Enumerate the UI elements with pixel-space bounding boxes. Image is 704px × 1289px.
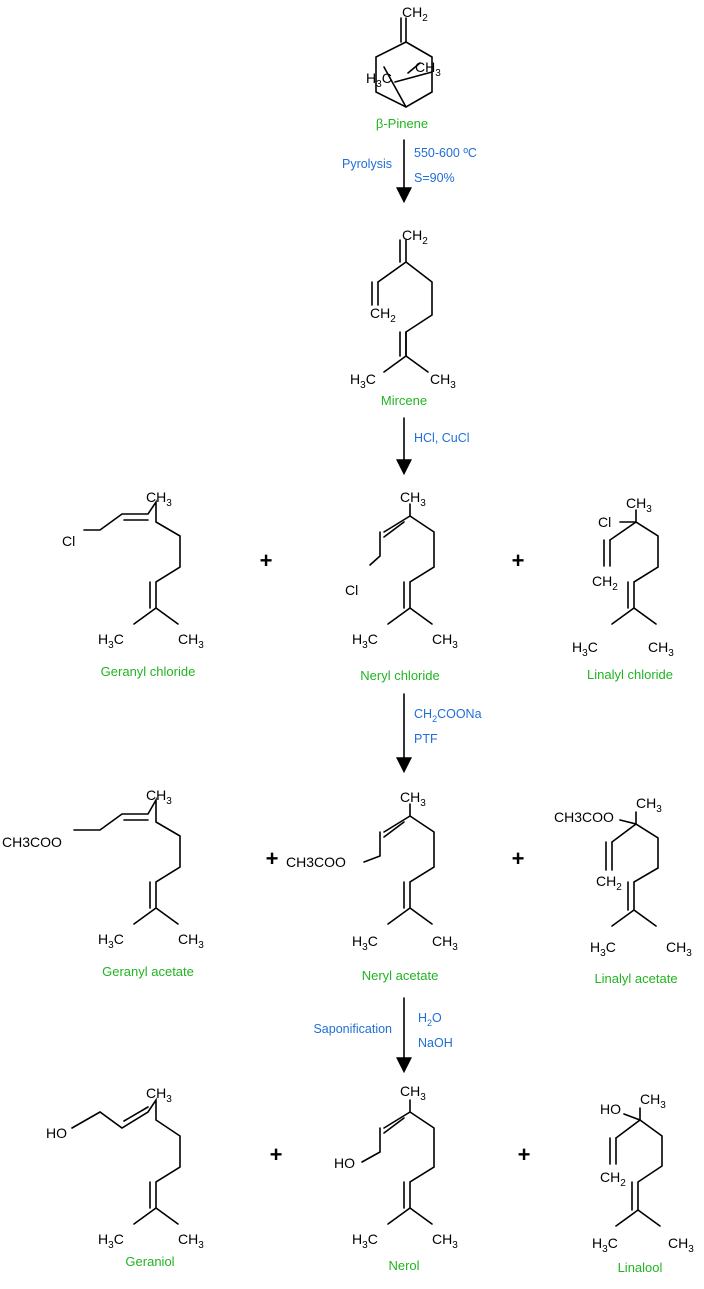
mircene-ch3-label: CH3 [430,371,456,391]
linalool-ch3-top-label: CH3 [640,1091,666,1111]
nerol-h3c-label: H3C [352,1231,378,1251]
geraniol-structure [71,1097,181,1225]
geranyl-chloride-ch3-top-label: CH3 [146,489,172,509]
saponification-base: NaOH [418,1036,453,1050]
mircene-structure [371,239,433,373]
linalyl-acetate-ch3-top-label: CH3 [636,795,662,815]
geraniol-oh-label: HO [46,1125,67,1141]
geraniol-ch3-label: CH3 [178,1231,204,1251]
linalyl-acetate-ester-label: CH3COO [554,809,614,825]
neryl-acetate-h3c-label: H3C [352,933,378,953]
linalyl-acetate-name: Linalyl acetate [594,971,677,986]
neryl-chloride-ch3-top-label: CH3 [400,489,426,509]
plus-sign: + [518,1142,531,1167]
geranyl-acetate-h3c-label: H3C [98,931,124,951]
linalyl-acetate-structure [605,811,659,927]
linalyl-acetate-ch2-label: CH2 [596,873,622,893]
linalyl-chloride-ch2-label: CH2 [592,573,618,593]
geranyl-chloride-ch3-label: CH3 [178,631,204,651]
plus-sign: + [512,846,525,871]
geranyl-chloride-cl-label: Cl [62,533,75,549]
pyrolysis-label: Pyrolysis [342,157,392,171]
nerol-ch3-label: CH3 [432,1231,458,1251]
linalool-h3c-label: H3C [592,1235,618,1255]
plus-sign: + [270,1142,283,1167]
linalyl-acetate-ch3-label: CH3 [666,939,692,959]
neryl-chloride-cl-label: Cl [345,582,358,598]
geranyl-chloride-name: Geranyl chloride [101,664,196,679]
geranyl-acetate-ester-label: CH3COO [2,834,62,850]
neryl-acetate-ch3-top-label: CH3 [400,789,426,809]
plus-sign: + [266,846,279,871]
pyrolysis-selectivity: S=90% [414,171,455,185]
geraniol-ch3-top-label: CH3 [146,1085,172,1105]
linalool-ch3-label: CH3 [668,1235,694,1255]
linalyl-chloride-ch3-label: CH3 [648,639,674,659]
pinene-name: β-Pinene [376,116,428,131]
pinene-ch3-label: CH3 [415,59,441,79]
nerol-ch3-top-label: CH3 [400,1083,426,1103]
linalyl-chloride-structure [603,509,659,625]
pyrolysis-temperature: 550-600 ºC [414,146,477,160]
plus-sign: + [512,548,525,573]
pinene-ch2-label: CH2 [402,4,428,24]
linalyl-chloride-cl-label: Cl [598,514,611,530]
mircene-ch2-bottom-label: CH2 [370,305,396,325]
neryl-acetate-name: Neryl acetate [362,968,439,983]
linalool-structure [609,1107,663,1227]
linalyl-acetate-h3c-label: H3C [590,939,616,959]
linalyl-chloride-name: Linalyl chloride [587,667,673,682]
saponification-water: H2O [418,1011,442,1028]
geranyl-acetate-structure [73,796,181,925]
geraniol-h3c-label: H3C [98,1231,124,1251]
geraniol-name: Geraniol [125,1254,174,1269]
acetylation-reagent: CH2COONa [414,707,482,724]
neryl-chloride-h3c-label: H3C [352,631,378,651]
neryl-chloride-name: Neryl chloride [360,668,439,683]
neryl-chloride-structure [369,503,435,625]
linalool-name: Linalool [618,1260,663,1275]
geranyl-acetate-name: Geranyl acetate [102,964,194,979]
mircene-name: Mircene [381,393,427,408]
neryl-acetate-ch3-label: CH3 [432,933,458,953]
saponification-label: Saponification [313,1022,392,1036]
nerol-structure [361,1099,435,1225]
hydrochlorination-conditions: HCl, CuCl [414,431,470,445]
pinene-h3c-label: H3C [366,70,392,90]
neryl-acetate-ester-label: CH3COO [286,854,346,870]
geranyl-acetate-ch3-top-label: CH3 [146,787,172,807]
linalool-ch2-label: CH2 [600,1169,626,1189]
geranyl-chloride-structure [83,499,181,625]
neryl-chloride-ch3-label: CH3 [432,631,458,651]
plus-sign: + [260,548,273,573]
linalyl-chloride-h3c-label: H3C [572,639,598,659]
neryl-acetate-structure [363,803,435,925]
linalool-oh-label: HO [600,1101,621,1117]
mircene-ch2-top-label: CH2 [402,227,428,247]
linalyl-chloride-ch3-top-label: CH3 [626,495,652,515]
pinene-structure [375,17,433,108]
acetylation-catalyst: PTF [414,732,438,746]
nerol-oh-label: HO [334,1155,355,1171]
mircene-h3c-label: H3C [350,371,376,391]
geranyl-chloride-h3c-label: H3C [98,631,124,651]
geranyl-acetate-ch3-label: CH3 [178,931,204,951]
nerol-name: Nerol [388,1258,419,1273]
